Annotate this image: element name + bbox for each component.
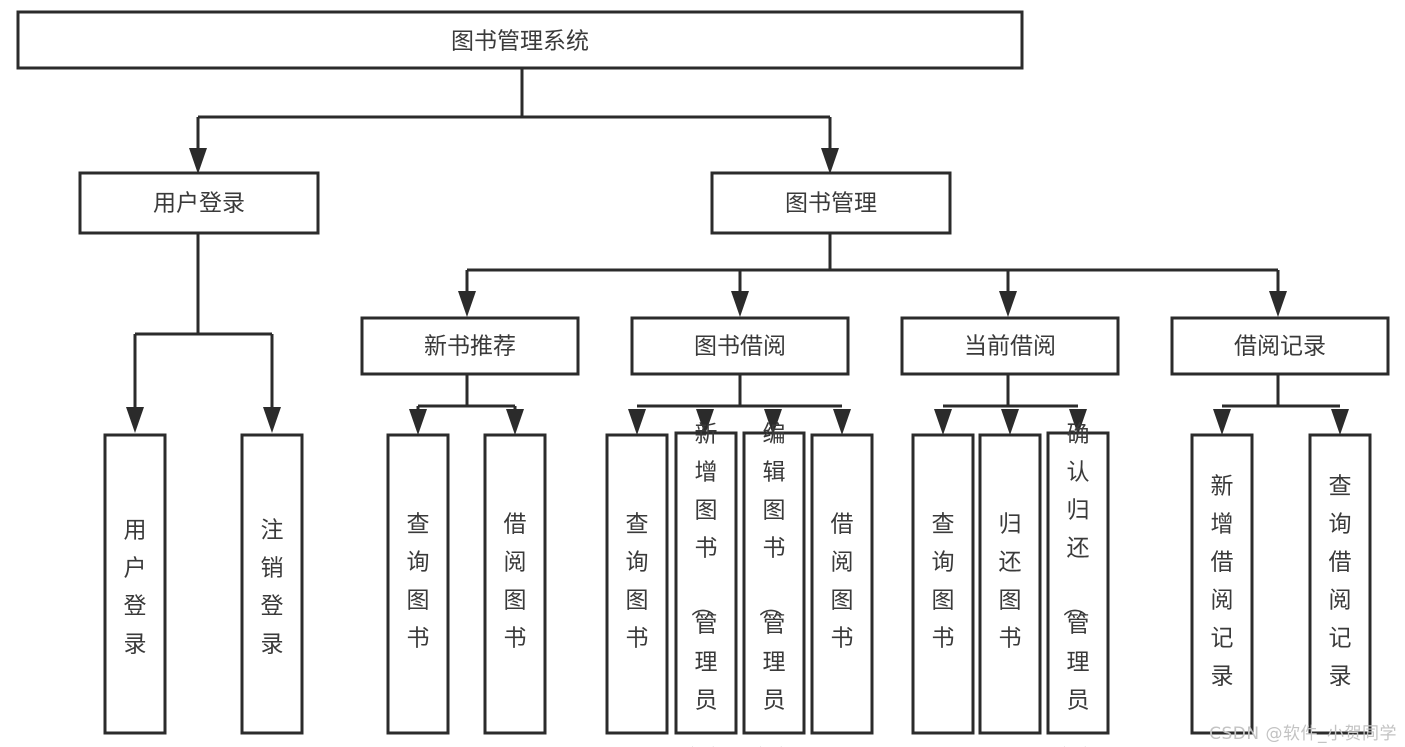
node-borrow-record-label: 借阅记录 <box>1234 334 1326 360</box>
arrow-br-to-leaf2 <box>1331 409 1349 435</box>
node-new-book-recommend[interactable]: 新书推荐 <box>360 316 580 376</box>
arrow-cb-to-leaf1 <box>934 409 952 435</box>
node-current-borrow-label: 当前借阅 <box>964 334 1056 360</box>
node-new-book-recommend-box[interactable] <box>360 316 580 376</box>
leaf-query-record[interactable]: 查询借阅记录 <box>1308 433 1372 735</box>
connector-group-new-book <box>409 374 524 435</box>
leaf-return-book[interactable]: 归还图书 <box>978 433 1042 735</box>
arrow-bm-to-current-borrow <box>999 291 1017 317</box>
arrow-cb-to-leaf2 <box>1001 409 1019 435</box>
arrow-bm-to-new-book <box>458 291 476 317</box>
leaf-query-book-3-label: 查询图书 <box>932 512 955 652</box>
leaf-query-book-2-box[interactable] <box>605 433 669 735</box>
csdn-watermark: CSDN @软件_小贺同学 <box>1209 724 1397 744</box>
leaf-user-login-box[interactable] <box>103 433 167 735</box>
leaf-borrow-book-1-box[interactable] <box>483 433 547 735</box>
node-borrow-record-box[interactable] <box>1170 316 1390 376</box>
leaf-return-book-box[interactable] <box>978 433 1042 735</box>
connector-group-root <box>189 68 839 174</box>
arrow-bb-to-leaf4 <box>833 409 851 435</box>
leaf-confirm-return-label: 确认归还（管理员） <box>1061 422 1090 747</box>
leaf-borrow-book-2-box[interactable] <box>810 433 874 735</box>
connector-group-current-borrow <box>934 374 1087 435</box>
leaf-add-record-label: 新增借阅记录 <box>1211 474 1234 690</box>
leaf-query-book-3[interactable]: 查询图书 <box>911 433 975 735</box>
node-book-borrow-box[interactable] <box>630 316 850 376</box>
arrow-root-to-user-login <box>189 148 207 174</box>
arrow-br-to-leaf1 <box>1213 409 1231 435</box>
node-root-box[interactable] <box>16 10 1024 70</box>
leaf-user-login[interactable]: 用户登录 <box>103 433 167 735</box>
node-book-management-label: 图书管理 <box>785 191 877 217</box>
leaf-borrow-book-2-label: 借阅图书 <box>831 512 854 652</box>
arrow-nb-to-leaf2 <box>506 409 524 435</box>
leaf-query-book-1-label: 查询图书 <box>407 512 430 652</box>
leaf-logout-box[interactable] <box>240 433 304 735</box>
leaf-confirm-return-box[interactable] <box>1046 431 1110 735</box>
node-book-borrow-label: 图书借阅 <box>694 334 786 360</box>
node-root[interactable]: 图书管理系统 <box>16 10 1024 70</box>
leaf-user-login-label: 用户登录 <box>124 518 147 658</box>
leaf-logout-label: 注销登录 <box>261 518 284 658</box>
leaf-query-book-1-box[interactable] <box>386 433 450 735</box>
leaf-borrow-book-2[interactable]: 借阅图书 <box>810 433 874 735</box>
node-user-login-label: 用户登录 <box>153 191 245 217</box>
leaf-query-record-box[interactable] <box>1308 433 1372 735</box>
connector-group-borrow-record <box>1213 374 1349 435</box>
leaf-confirm-return[interactable]: 确认归还（管理员） <box>1046 422 1110 747</box>
connector-group-book-management <box>458 233 1287 317</box>
arrow-ul-to-leaf1 <box>126 407 144 433</box>
leaf-query-book-2-label: 查询图书 <box>626 512 649 652</box>
leaf-return-book-label: 归还图书 <box>999 512 1022 652</box>
node-book-management-box[interactable] <box>710 171 952 235</box>
leaf-add-book-box[interactable] <box>674 431 738 735</box>
arrow-bm-to-borrow-record <box>1269 291 1287 317</box>
node-current-borrow-box[interactable] <box>900 316 1120 376</box>
leaf-borrow-book-1-label: 借阅图书 <box>504 512 527 652</box>
node-book-management[interactable]: 图书管理 <box>710 171 952 235</box>
leaf-edit-book-label: 编辑图书（管理员） <box>757 422 786 747</box>
node-user-login[interactable]: 用户登录 <box>78 171 320 235</box>
leaf-add-record[interactable]: 新增借阅记录 <box>1190 433 1254 735</box>
node-new-book-recommend-label: 新书推荐 <box>424 334 516 360</box>
leaf-add-book[interactable]: 新增图书（管理员） <box>674 422 738 747</box>
arrow-bb-to-leaf1 <box>628 409 646 435</box>
leaf-query-book-3-box[interactable] <box>911 433 975 735</box>
leaf-query-book-2[interactable]: 查询图书 <box>605 433 669 735</box>
arrow-bm-to-book-borrow <box>731 291 749 317</box>
leaf-add-record-box[interactable] <box>1190 433 1254 735</box>
leaf-query-book-1[interactable]: 查询图书 <box>386 433 450 735</box>
arrow-ul-to-leaf2 <box>263 407 281 433</box>
node-current-borrow[interactable]: 当前借阅 <box>900 316 1120 376</box>
connector-group-user-login <box>126 233 281 433</box>
leaf-edit-book-box[interactable] <box>742 431 806 735</box>
node-user-login-box[interactable] <box>78 171 320 235</box>
leaf-add-book-label: 新增图书（管理员） <box>689 422 718 747</box>
node-book-borrow[interactable]: 图书借阅 <box>630 316 850 376</box>
leaf-edit-book[interactable]: 编辑图书（管理员） <box>742 422 806 747</box>
node-borrow-record[interactable]: 借阅记录 <box>1170 316 1390 376</box>
leaf-borrow-book-1[interactable]: 借阅图书 <box>483 433 547 735</box>
leaf-logout[interactable]: 注销登录 <box>240 433 304 735</box>
leaf-query-record-label: 查询借阅记录 <box>1329 474 1352 690</box>
connector-group-book-borrow <box>628 374 851 435</box>
arrow-nb-to-leaf1 <box>409 409 427 435</box>
node-root-label: 图书管理系统 <box>451 29 589 55</box>
arrow-root-to-book-management <box>821 148 839 174</box>
